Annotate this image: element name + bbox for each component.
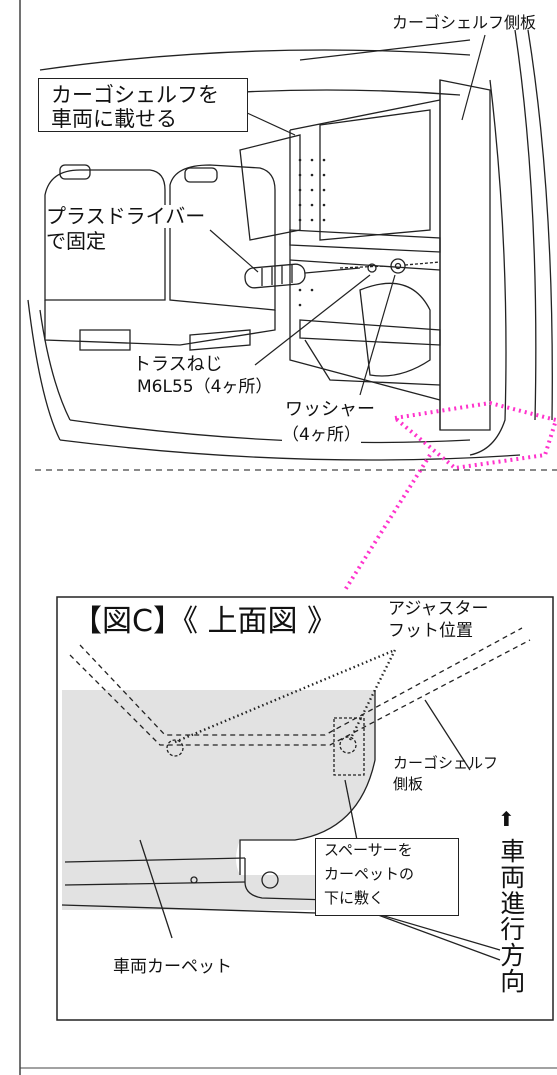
spacer-label-box: スペーサーを カーペットの 下に敷く bbox=[315, 838, 459, 916]
top-leader-lines bbox=[209, 34, 486, 396]
highlight-zone bbox=[343, 400, 557, 592]
cargo-panel-label-line1: カーゴシェルフ bbox=[393, 754, 499, 772]
screw-label-line1: トラスねじ bbox=[133, 354, 223, 376]
washer-label-line2: （4ヶ所） bbox=[282, 425, 361, 446]
arrow-up-icon: ⬆ bbox=[498, 807, 515, 831]
screw-label-line2: M6L55（4ヶ所） bbox=[137, 377, 273, 398]
adjuster-label-line1: アジャスター bbox=[388, 599, 489, 619]
cargo-panel-label-line2: 側板 bbox=[393, 775, 424, 793]
tool-label-line2: で固定 bbox=[46, 229, 106, 253]
step-label-line1: カーゴシェルフを bbox=[51, 83, 219, 107]
step-label-line2: 車両に載せる bbox=[51, 107, 177, 131]
tool-label-line1: プラスドライバー bbox=[46, 204, 206, 228]
spacer-label-line3: 下に敷く bbox=[324, 889, 385, 907]
direction-label: 車両進行方向 bbox=[496, 838, 526, 994]
carpet-area bbox=[62, 690, 380, 910]
spacer-label-line2: カーペットの bbox=[324, 865, 415, 883]
step-label-box: カーゴシェルフを 車両に載せる bbox=[38, 78, 248, 132]
van-interior-drawing bbox=[27, 29, 553, 461]
side-panel-label: カーゴシェルフ側板 bbox=[392, 13, 537, 32]
carpet-label: 車両カーペット bbox=[113, 957, 232, 977]
adjuster-label-line2: フット位置 bbox=[388, 621, 473, 641]
washer-label-line1: ワッシャー bbox=[285, 399, 375, 421]
figure-c-lines bbox=[61, 627, 531, 961]
spacer-label-line1: スペーサーを bbox=[324, 841, 413, 859]
figure-title: 【図C】《 上面図 》 bbox=[72, 604, 338, 639]
